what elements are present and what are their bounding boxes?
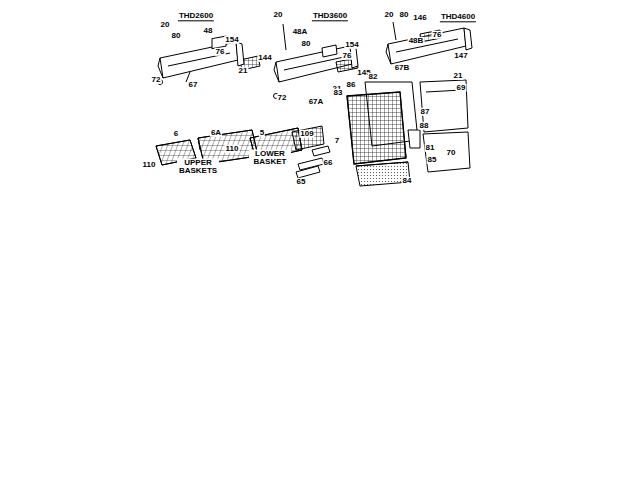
callout-number: 20 [273, 11, 284, 19]
callout-number: 76 [215, 48, 226, 56]
callout-number: 154 [224, 36, 239, 44]
callout-number: 110 [142, 161, 157, 169]
callout-number: 76 [432, 31, 443, 39]
callout-number: 85 [427, 156, 438, 164]
callout-number: 72 [277, 94, 288, 102]
model-number: THD2600 [178, 12, 214, 21]
callout-number: 69 [456, 84, 467, 92]
callout-number: 5 [259, 129, 265, 137]
callout-number: 110 [225, 145, 240, 153]
part-name: LOWER BASKET [249, 150, 291, 167]
part-name: UPPER BASKETS [177, 159, 219, 176]
callout-number: 86 [346, 81, 357, 89]
callout-number: 144 [257, 54, 272, 62]
callout-number: 70 [446, 149, 457, 157]
callout-number: 7 [334, 137, 340, 145]
control-panel [160, 42, 238, 78]
callout-number: 48 [203, 27, 214, 35]
callout-number: 48B [408, 37, 425, 45]
model-number: THD3600 [312, 12, 348, 21]
callout-number: 21 [238, 67, 249, 75]
callout-number: 6 [173, 130, 179, 138]
callout-number: 84 [402, 177, 413, 185]
callout-number: 67A [308, 98, 325, 106]
callout-number: 147 [453, 52, 468, 60]
callout-number: 76 [342, 52, 353, 60]
callout-number: 80 [301, 40, 312, 48]
callout-number: 20 [160, 21, 171, 29]
callout-number: 80 [399, 11, 410, 19]
callout-number: 81 [425, 144, 436, 152]
callout-number: 65 [296, 178, 307, 186]
callout-number: 67 [188, 81, 199, 89]
callout-number: 146 [412, 14, 427, 22]
callout-number: 67B [394, 64, 411, 72]
callout-number: 21 [453, 72, 464, 80]
model-number: THD4600 [440, 13, 476, 22]
callout-number: 109 [299, 130, 314, 138]
callout-number: 66 [323, 159, 334, 167]
callout-number: 83 [333, 89, 344, 97]
callout-number: 72 [151, 76, 162, 84]
callout-number: 88 [419, 122, 430, 130]
callout-number: 154 [344, 41, 359, 49]
callout-number: 80 [171, 32, 182, 40]
callout-number: 6A [210, 129, 222, 137]
callout-number: 20 [384, 11, 395, 19]
callout-number: 48A [292, 28, 309, 36]
callout-number: 82 [368, 73, 379, 81]
door-liner [347, 92, 406, 164]
callout-number: 87 [420, 108, 431, 116]
